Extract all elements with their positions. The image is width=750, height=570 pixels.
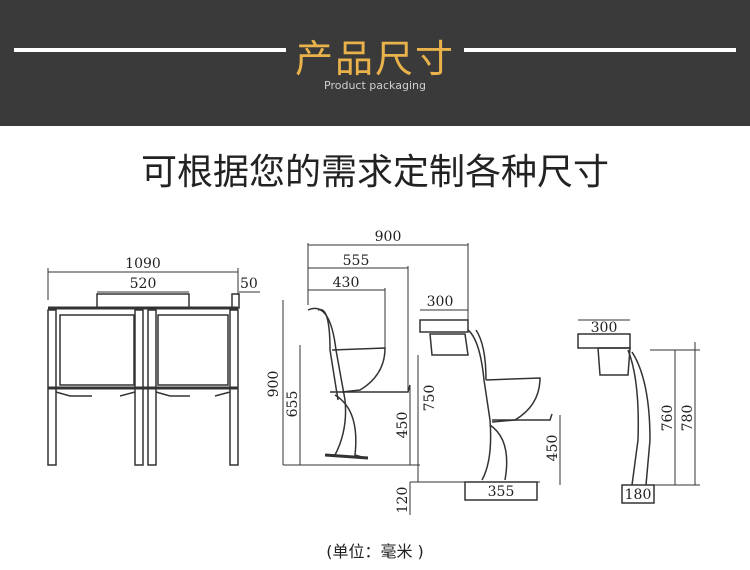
dim-side1-base-width: 355	[488, 484, 515, 500]
side-view-1-dimension-lines	[282, 243, 540, 515]
dim-side2-base-width: 180	[625, 487, 652, 503]
banner-line-left	[14, 48, 286, 52]
front-view-dimension-lines	[47, 268, 260, 300]
banner-title: 产品尺寸	[294, 37, 455, 81]
dim-side1-desk-height: 750	[422, 385, 438, 412]
dim-side1-offset: 120	[395, 487, 411, 514]
banner-line-right	[464, 48, 736, 52]
banner-subtitle: Product packaging	[324, 79, 426, 92]
dim-front-depth: 50	[240, 276, 258, 292]
dim-side2-seat-surface: 450	[545, 435, 561, 462]
dim-front-total-width: 1090	[125, 256, 161, 272]
dim-side1-total-depth: 900	[375, 229, 402, 245]
dim-side1-total-height: 900	[266, 371, 282, 398]
dim-front-inner-width: 520	[130, 276, 157, 292]
headline: 可根据您的需求定制各种尺寸	[140, 152, 609, 193]
side-view-desk-2	[577, 333, 655, 504]
side-view-2-dimension-lines	[559, 319, 700, 486]
dim-side1-desk-depth: 300	[427, 294, 454, 310]
dim-side1-seat-surface: 450	[395, 412, 411, 439]
front-view-chairs	[47, 293, 240, 466]
dim-side1-seat-depth: 555	[343, 253, 370, 269]
header-banner: 产品尺寸 Product packaging	[0, 0, 750, 126]
dim-side1-armrest: 430	[333, 275, 360, 291]
dim-side2-height-2: 780	[680, 405, 696, 432]
dim-side2-height-1: 760	[660, 405, 676, 432]
dim-side2-desk-depth: 300	[591, 320, 618, 336]
dim-side1-seat-height: 655	[285, 391, 301, 418]
unit-note: (单位：毫米 )	[326, 542, 424, 561]
